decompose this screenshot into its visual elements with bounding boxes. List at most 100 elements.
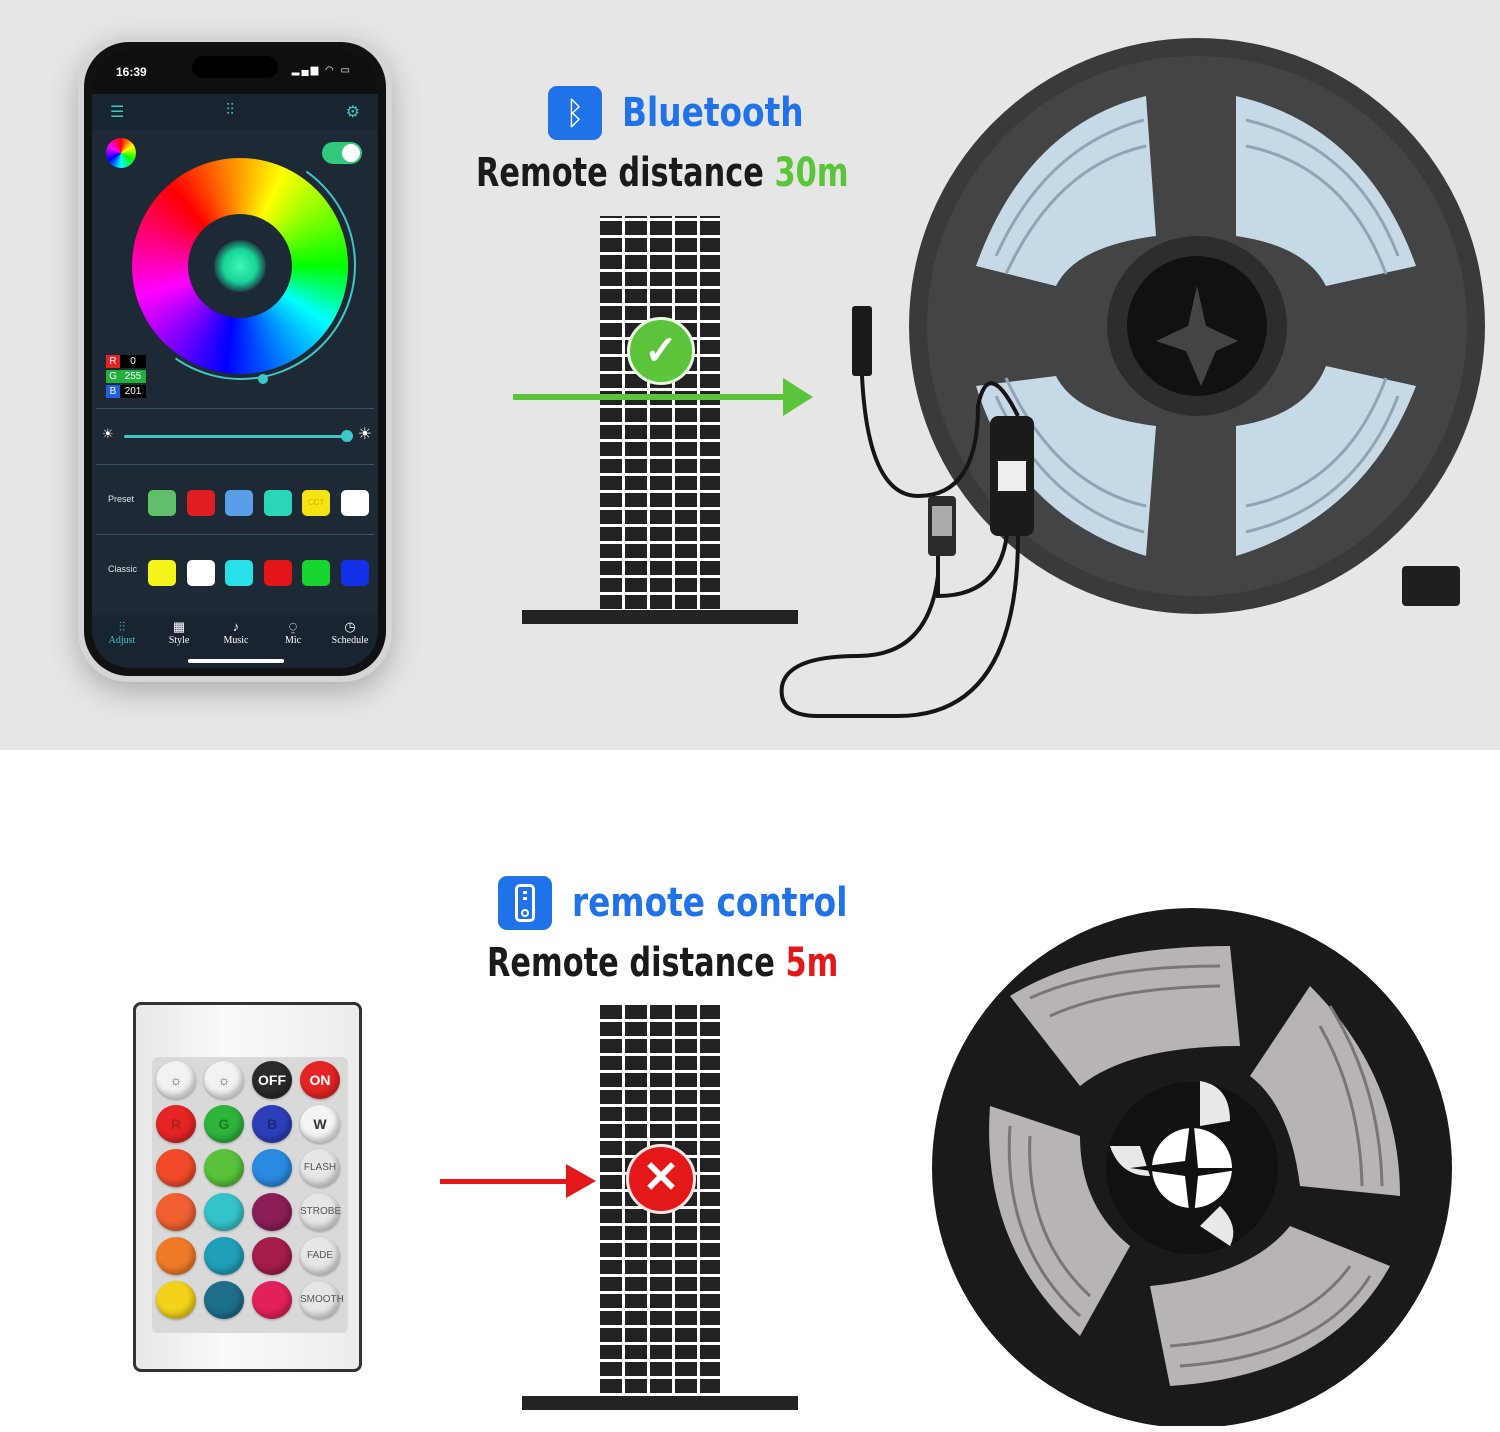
remote-control-icon <box>498 876 552 930</box>
rgb-green-value: 255 <box>120 370 146 383</box>
tab-label: Adjust <box>108 635 136 646</box>
distance-value: 5m <box>785 940 839 986</box>
remote-button[interactable]: SMOOTH <box>300 1281 344 1319</box>
tab-label: Music <box>223 635 249 646</box>
clock-icon: ◷ <box>344 619 356 634</box>
wheel-handle[interactable] <box>258 374 268 384</box>
remote-button[interactable] <box>204 1193 244 1231</box>
tab-label: Mic <box>284 635 302 646</box>
brightness-low-icon: ☀ <box>102 426 114 441</box>
preset-swatch[interactable] <box>263 490 292 516</box>
color-wheel[interactable] <box>132 158 348 374</box>
brightness-slider[interactable] <box>124 435 346 438</box>
brightness-high-icon: ☀ <box>357 426 372 443</box>
signal-arrow <box>513 394 787 400</box>
classic-swatch[interactable] <box>225 560 253 586</box>
distance-label: Remote distance <box>487 940 786 986</box>
arrow-head-icon <box>566 1164 596 1198</box>
remote-button[interactable]: G <box>204 1105 244 1143</box>
classic-swatch[interactable] <box>263 560 292 586</box>
remote-button[interactable] <box>252 1281 292 1319</box>
led-strip-reel <box>909 38 1485 614</box>
menu-icon[interactable]: ☰ <box>110 104 125 121</box>
preset-swatch[interactable] <box>186 490 215 516</box>
remote-button[interactable] <box>252 1237 292 1275</box>
remote-button[interactable]: B <box>252 1105 292 1143</box>
mic-icon: ⍜ <box>289 619 297 634</box>
remote-button[interactable] <box>156 1193 196 1231</box>
distance-value: 30m <box>774 150 849 196</box>
tab-style[interactable]: ▦Style <box>151 619 207 646</box>
remote-button[interactable]: R <box>156 1105 196 1143</box>
remote-button[interactable] <box>204 1149 244 1187</box>
bluetooth-icon: ᛒ <box>548 86 602 140</box>
tab-music[interactable]: ♪Music <box>208 619 264 646</box>
remote-distance: Remote distance 5m <box>487 940 838 986</box>
preset-swatch[interactable] <box>225 490 253 516</box>
preset-label: Preset <box>108 494 135 504</box>
selected-color-preview <box>214 240 266 292</box>
remote-button[interactable] <box>204 1237 244 1275</box>
divider <box>96 408 374 409</box>
arrow-head-icon <box>783 378 813 416</box>
grid-icon: ▦ <box>172 619 186 634</box>
rgb-red-value: 0 <box>120 355 146 368</box>
rgb-blue-value: 201 <box>120 385 146 398</box>
classic-swatch[interactable] <box>148 560 176 586</box>
remote-button[interactable]: FLASH <box>300 1149 340 1187</box>
remote-button[interactable] <box>252 1193 292 1231</box>
remote-button[interactable] <box>156 1149 196 1187</box>
remote-button[interactable]: STROBE <box>300 1193 341 1231</box>
bottom-tab-bar: ⫶⫶Adjust▦Style♪Music⍜Mic◷Schedule <box>92 615 378 668</box>
remote-button[interactable]: W <box>300 1105 340 1143</box>
tab-schedule[interactable]: ◷Schedule <box>322 619 378 646</box>
divider <box>96 534 374 535</box>
tab-label: Schedule <box>331 635 369 646</box>
remote-button[interactable] <box>252 1149 292 1187</box>
bluetooth-distance: Remote distance 30m <box>476 150 848 196</box>
signal-wifi-battery-icon: ▂▄▆ ◠ ▭ <box>291 65 352 76</box>
remote-button[interactable]: OFF <box>252 1061 292 1099</box>
divider <box>96 464 374 465</box>
remote-button[interactable]: ☼ <box>204 1061 244 1099</box>
wall-base <box>522 610 798 624</box>
tab-label: Style <box>168 635 190 646</box>
tab-mic[interactable]: ⍜Mic <box>265 619 321 646</box>
sliders-icon: ⫶⫶ <box>118 619 126 634</box>
cross-icon: ✕ <box>626 1144 696 1214</box>
brick-wall <box>600 216 720 612</box>
preset-swatch[interactable] <box>148 490 176 516</box>
remote-button[interactable]: ON <box>300 1061 340 1099</box>
remote-button[interactable] <box>204 1281 244 1319</box>
camera-notch <box>192 56 278 78</box>
preset-swatch[interactable]: CCT <box>302 490 330 516</box>
power-toggle[interactable] <box>322 142 362 164</box>
classic-swatch[interactable] <box>186 560 215 586</box>
remote-button[interactable] <box>156 1237 196 1275</box>
classic-swatch[interactable] <box>340 560 369 586</box>
classic-swatch[interactable] <box>302 560 330 586</box>
home-indicator <box>188 659 284 663</box>
preset-swatch[interactable] <box>340 490 369 516</box>
wall-base <box>522 1396 798 1410</box>
brightness-handle[interactable] <box>341 430 353 442</box>
color-picker-icon[interactable] <box>106 138 136 168</box>
status-time: 16:39 <box>116 65 147 79</box>
remote-control-title: remote control <box>572 880 848 926</box>
led-strip-reel <box>932 908 1452 1426</box>
tab-adjust[interactable]: ⫶⫶Adjust <box>94 619 150 646</box>
remote-button[interactable]: FADE <box>300 1237 340 1275</box>
sliders-icon[interactable]: ⫶⫶ <box>226 102 235 119</box>
app-header: ☰ ⫶⫶ ⚙ <box>92 94 378 130</box>
gear-icon[interactable]: ⚙ <box>345 104 360 121</box>
check-icon: ✓ <box>627 317 695 385</box>
remote-button[interactable]: ☼ <box>156 1061 196 1099</box>
remote-button[interactable] <box>156 1281 196 1319</box>
